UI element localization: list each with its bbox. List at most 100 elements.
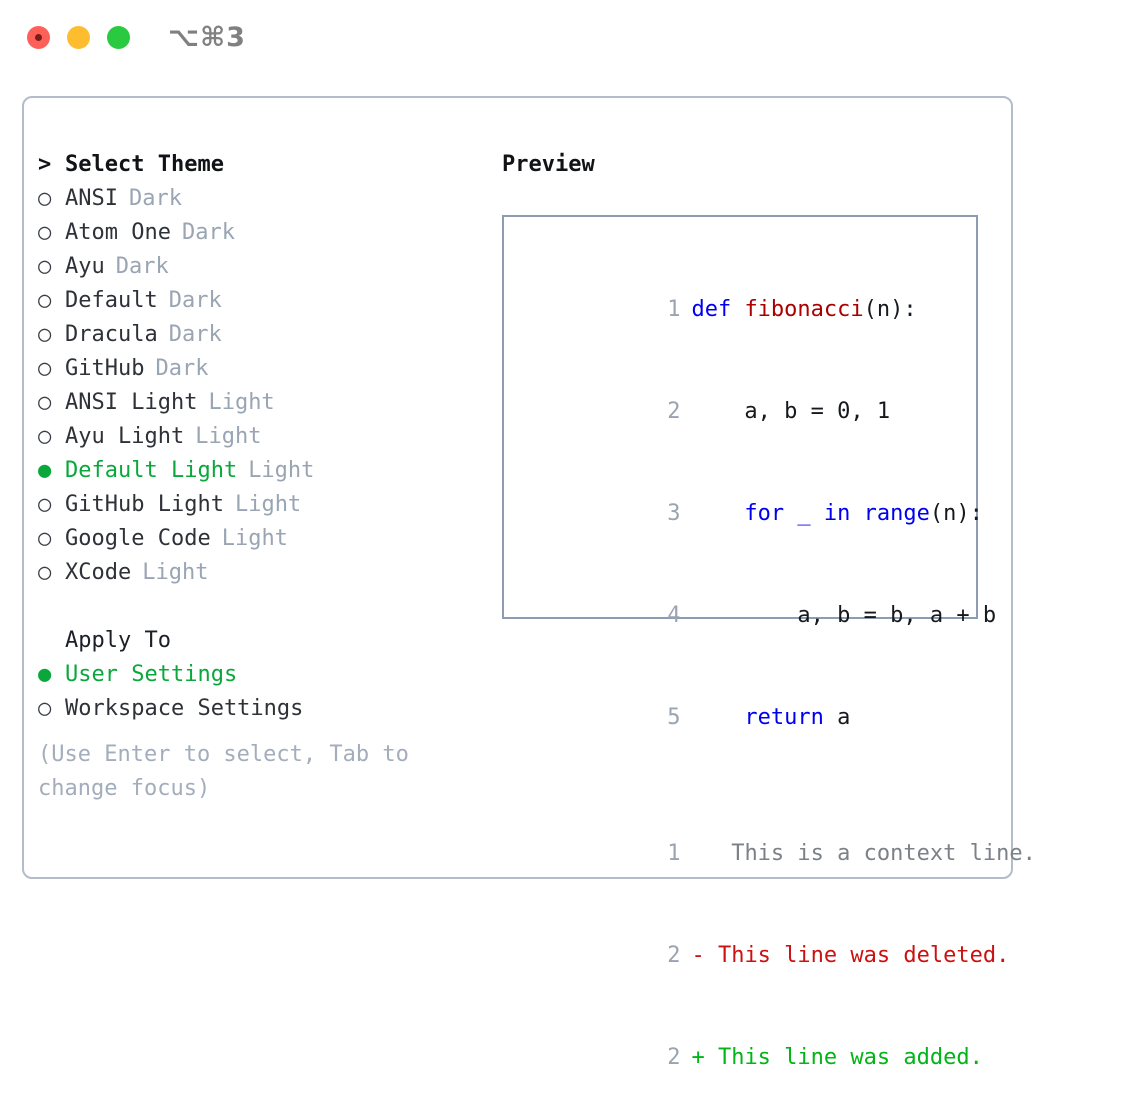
list-spacer (38, 590, 478, 624)
theme-option-tag: Dark (181, 220, 235, 245)
maximize-window-icon[interactable] (107, 26, 130, 49)
theme-option-default-light[interactable]: ● Default Light Light (38, 454, 478, 488)
theme-option-xcode[interactable]: ○ XCode Light (38, 556, 478, 590)
line-number: 4 (667, 603, 681, 628)
code-line: 3 for _ in range(n): (522, 463, 983, 565)
code-token: (n): (929, 501, 983, 526)
theme-option-tag: Light (208, 390, 275, 415)
theme-option-ansi-light[interactable]: ○ ANSI Light Light (38, 386, 478, 420)
radio-unselected-icon: ○ (38, 322, 52, 347)
radio-unselected-icon: ○ (38, 390, 52, 415)
theme-option-github[interactable]: ○ GitHub Dark (38, 352, 478, 386)
theme-option-label: ANSI (65, 186, 118, 211)
diff-sign: + (691, 1045, 705, 1070)
code-line: 5 return a (522, 667, 976, 769)
theme-option-default[interactable]: ○ Default Dark (38, 284, 478, 318)
theme-option-label: Dracula (65, 322, 158, 347)
theme-option-tag: Light (195, 424, 262, 449)
minimize-window-icon[interactable] (67, 26, 90, 49)
radio-unselected-icon: ○ (38, 254, 52, 279)
theme-list-column: > Select Theme ○ ANSI Dark ○ Atom One Da… (38, 148, 478, 806)
code-token: def (691, 297, 745, 322)
code-token: for _ in range (691, 501, 930, 526)
radio-selected-icon: ● (38, 458, 52, 483)
diff-text: This line was added. (704, 1045, 983, 1070)
line-number: 2 (667, 1045, 681, 1070)
theme-option-tag: Dark (155, 356, 209, 381)
apply-to-option-label: User Settings (65, 662, 238, 687)
theme-option-label: GitHub Light (65, 492, 224, 517)
theme-option-tag: Light (248, 458, 315, 483)
window-title: ⌥⌘3 (168, 22, 246, 53)
diff-sign (691, 841, 704, 866)
line-number: 1 (667, 297, 681, 322)
theme-option-label: Default Light (65, 458, 238, 483)
theme-option-google-code[interactable]: ○ Google Code Light (38, 522, 478, 556)
radio-unselected-icon: ○ (38, 356, 52, 381)
theme-option-label: ANSI Light (65, 390, 198, 415)
diff-text: This line was deleted. (704, 943, 1010, 968)
theme-option-tag: Dark (168, 288, 222, 313)
theme-option-label: Default (65, 288, 158, 313)
theme-option-label: XCode (65, 560, 132, 585)
line-number: 2 (667, 399, 681, 424)
diff-line-added: 2 + This line was added. (522, 1007, 983, 1109)
theme-option-label: GitHub (65, 356, 145, 381)
window-titlebar: ⌥⌘3 (0, 0, 1140, 76)
diff-line-context: 1 This is a context line. (522, 803, 1036, 905)
theme-option-ayu-light[interactable]: ○ Ayu Light Light (38, 420, 478, 454)
theme-option-tag: Dark (168, 322, 222, 347)
code-line: 2 a, b = 0, 1 (522, 361, 976, 463)
code-token: a (823, 705, 851, 730)
theme-option-tag: Light (234, 492, 302, 517)
code-diff-separator (522, 769, 976, 803)
radio-unselected-icon: ○ (38, 526, 52, 551)
theme-option-label: Ayu Light (65, 424, 185, 449)
apply-to-section-header: ○ Apply To (38, 624, 478, 658)
diff-text: This is a context line. (704, 841, 1036, 866)
blank-marker-icon: ○ (38, 624, 65, 658)
radio-unselected-icon: ○ (38, 220, 52, 245)
select-theme-label: Select Theme (65, 152, 224, 177)
line-number: 2 (667, 943, 681, 968)
theme-option-github-light[interactable]: ○ GitHub Light Light (38, 488, 478, 522)
theme-option-tag: Light (142, 560, 209, 585)
radio-selected-icon: ● (38, 662, 52, 687)
close-window-icon[interactable] (27, 26, 50, 49)
theme-option-ayu[interactable]: ○ Ayu Dark (38, 250, 478, 284)
theme-selector-panel: > Select Theme ○ ANSI Dark ○ Atom One Da… (22, 96, 1036, 1070)
code-line: 4 a, b = b, a + b (522, 565, 996, 667)
terminal-window: ⌥⌘3 > Select Theme ○ ANSI Dark ○ Atom On… (0, 0, 1140, 1070)
apply-to-label: Apply To (65, 628, 171, 653)
apply-to-option-label: Workspace Settings (65, 696, 304, 721)
theme-option-dracula[interactable]: ○ Dracula Dark (38, 318, 478, 352)
theme-option-label: Ayu (65, 254, 105, 279)
code-token: fibonacci (744, 297, 864, 322)
radio-unselected-icon: ○ (38, 560, 52, 585)
theme-option-label: Google Code (65, 526, 211, 551)
line-number: 3 (667, 501, 681, 526)
radio-unselected-icon: ○ (38, 288, 52, 313)
radio-unselected-icon: ○ (38, 186, 52, 211)
theme-option-tag: Light (221, 526, 288, 551)
preview-title: Preview (502, 152, 595, 177)
theme-option-ansi[interactable]: ○ ANSI Dark (38, 182, 478, 216)
keyboard-hint-text: (Use Enter to select, Tab to change focu… (38, 742, 409, 801)
code-token: a, b = 0, 1 (691, 399, 891, 424)
theme-option-tag: Dark (115, 254, 169, 279)
code-token: (n): (863, 297, 917, 322)
theme-option-atom-one[interactable]: ○ Atom One Dark (38, 216, 478, 250)
apply-to-option-user-settings[interactable]: ● User Settings (38, 658, 478, 692)
radio-unselected-icon: ○ (38, 696, 52, 721)
apply-to-option-workspace-settings[interactable]: ○ Workspace Settings (38, 692, 478, 726)
radio-unselected-icon: ○ (38, 492, 52, 517)
code-token: a, b = b, a + b (691, 603, 997, 628)
prompt-caret-icon: > (38, 152, 52, 177)
line-number: 1 (667, 841, 681, 866)
radio-unselected-icon: ○ (38, 424, 52, 449)
traffic-light-buttons (27, 26, 130, 49)
diff-sign: - (691, 943, 705, 968)
code-token: return (691, 705, 824, 730)
